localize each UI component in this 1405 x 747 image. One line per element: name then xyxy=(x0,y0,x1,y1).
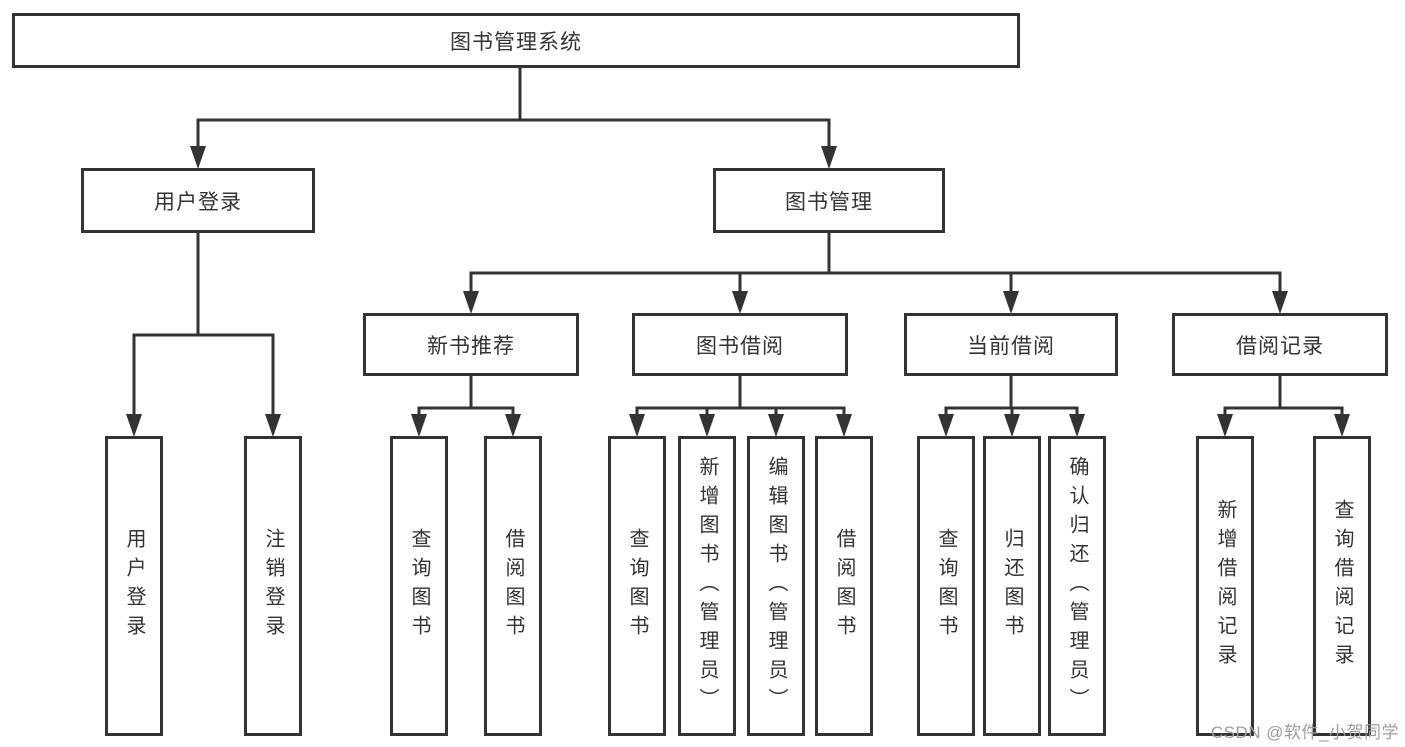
watermark: CSDN @软件_小贺同学 xyxy=(1210,723,1399,742)
node-label: 借阅图书 xyxy=(833,528,855,644)
node-label: 新增借阅记录 xyxy=(1214,499,1236,673)
node-new-book-recommend: 新书推荐 xyxy=(363,313,579,376)
leaf-recommend-borrow-books: 借阅图书 xyxy=(484,436,542,736)
node-label: 编辑图书（管理员） xyxy=(765,455,787,717)
leaf-borrow-query-books: 查询图书 xyxy=(608,436,666,736)
leaf-current-return-books: 归还图书 xyxy=(983,436,1041,736)
leaf-borrow-borrow-books: 借阅图书 xyxy=(815,436,873,736)
node-book-borrow: 图书借阅 xyxy=(632,313,848,376)
node-label: 新书推荐 xyxy=(427,334,515,358)
node-label: 当前借阅 xyxy=(967,334,1055,358)
node-label: 图书管理系统 xyxy=(450,30,582,54)
node-label: 注销登录 xyxy=(262,528,284,644)
node-current-borrow: 当前借阅 xyxy=(904,313,1118,376)
node-user-login: 用户登录 xyxy=(81,168,315,233)
node-label: 查询图书 xyxy=(935,528,957,644)
node-label: 借阅图书 xyxy=(502,528,524,644)
leaf-current-confirm-return-admin: 确认归还（管理员） xyxy=(1048,436,1106,736)
leaf-records-query-record: 查询借阅记录 xyxy=(1313,436,1371,736)
node-label: 新增图书（管理员） xyxy=(696,455,718,717)
node-borrow-records: 借阅记录 xyxy=(1172,313,1388,376)
node-label: 图书借阅 xyxy=(696,334,784,358)
node-label: 查询图书 xyxy=(408,528,430,644)
node-label: 用户登录 xyxy=(123,528,145,644)
node-label: 确认归还（管理员） xyxy=(1066,455,1088,717)
node-label: 查询借阅记录 xyxy=(1331,499,1353,673)
node-label: 归还图书 xyxy=(1001,528,1023,644)
node-label: 查询图书 xyxy=(626,528,648,644)
node-label: 借阅记录 xyxy=(1236,334,1324,358)
leaf-records-add-record: 新增借阅记录 xyxy=(1196,436,1254,736)
leaf-borrow-edit-books-admin: 编辑图书（管理员） xyxy=(747,436,805,736)
node-root: 图书管理系统 xyxy=(12,13,1020,68)
node-label: 用户登录 xyxy=(154,190,242,214)
leaf-recommend-query-books: 查询图书 xyxy=(390,436,448,736)
node-book-management: 图书管理 xyxy=(713,168,945,233)
node-label: 图书管理 xyxy=(785,190,873,214)
leaf-current-query-books: 查询图书 xyxy=(917,436,975,736)
leaf-user-login: 用户登录 xyxy=(105,436,163,736)
leaf-borrow-add-books-admin: 新增图书（管理员） xyxy=(678,436,736,736)
leaf-logout: 注销登录 xyxy=(244,436,302,736)
